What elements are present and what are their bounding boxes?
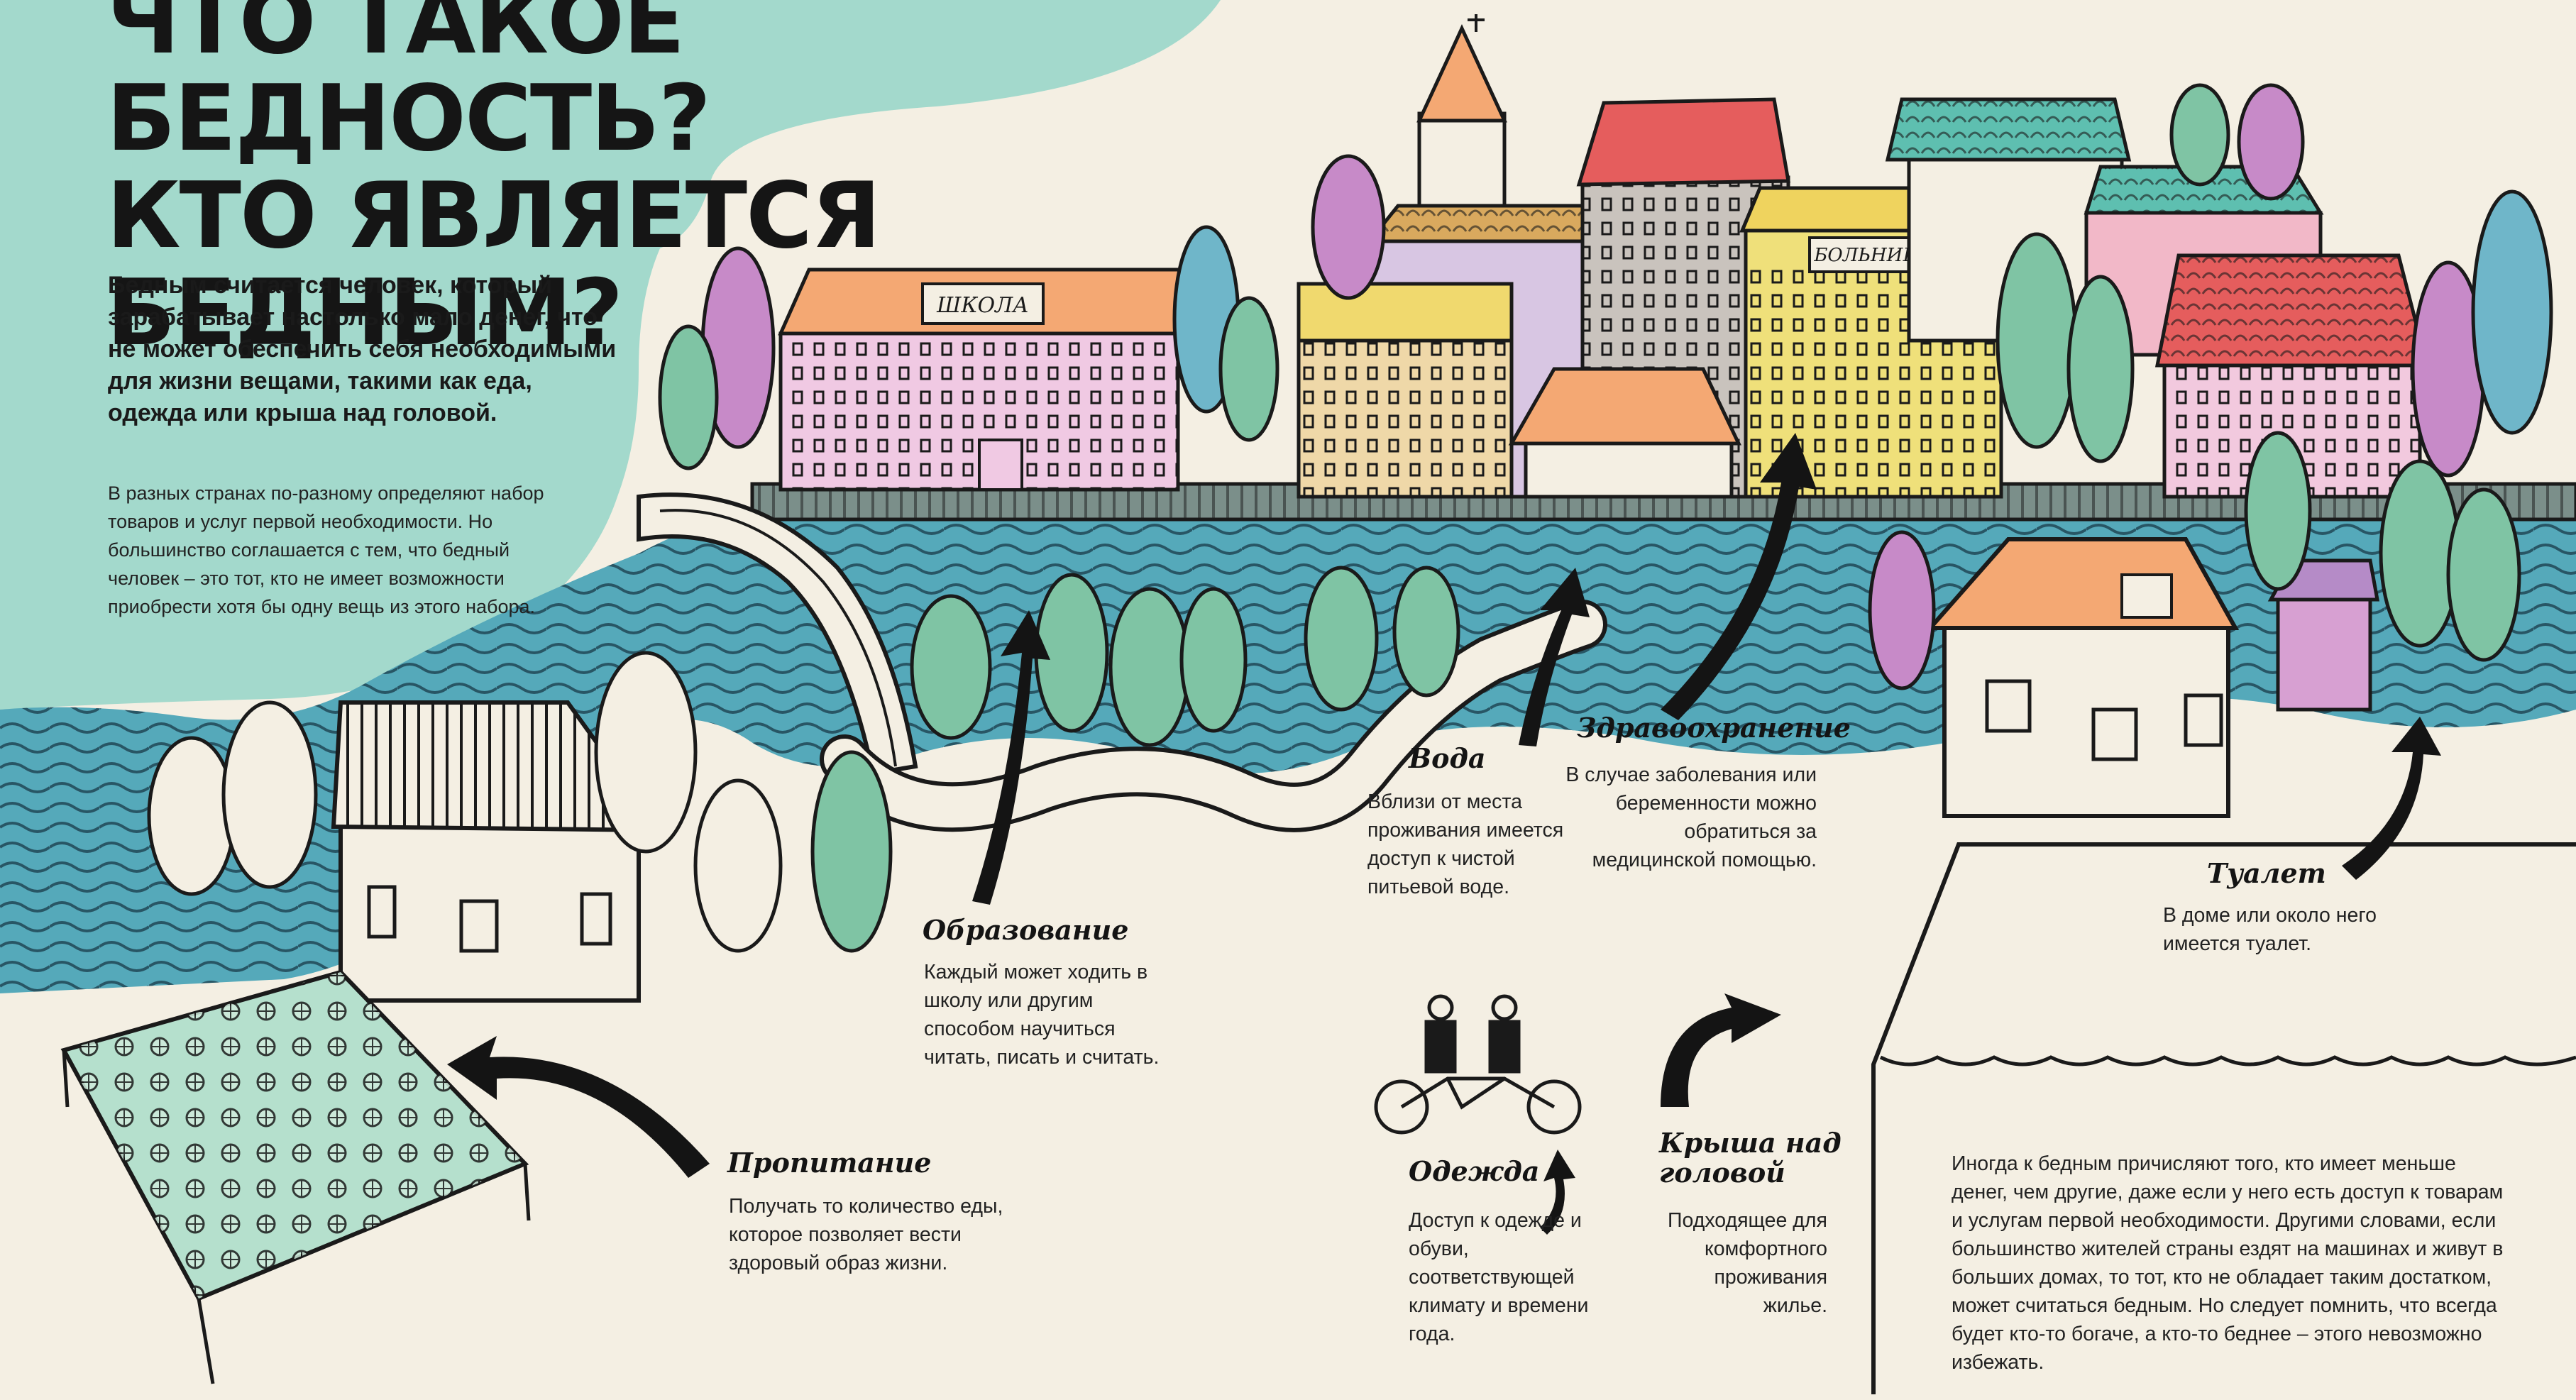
water-text: Вблизи от места проживания имеется досту…	[1367, 790, 1564, 898]
lead-paragraph: Бедным считается человек, который зараба…	[108, 272, 617, 426]
right-trees	[1868, 431, 2521, 690]
water-heading: Вода	[1409, 742, 1486, 774]
title-line-3: БЕДНЫМ?	[106, 260, 623, 366]
vegetable-garden	[60, 969, 531, 1384]
title-line-2: КТО ЯВЛЯЕТСЯ	[106, 163, 881, 269]
farm-trees	[147, 566, 1460, 953]
farm-house	[331, 700, 664, 1003]
city-trees	[658, 83, 2553, 478]
roof-text: Подходящее для комфортного проживания жи…	[1668, 1209, 1827, 1317]
footnote-paragraph: Иногда к бедным причисляют того, кто име…	[1952, 1152, 2504, 1374]
title-cloud	[0, 0, 1221, 710]
education-text: Каждый может ходить в школу или другим с…	[924, 961, 1160, 1069]
roof-heading: Крыша над головой	[1659, 1127, 1842, 1189]
arrows	[447, 433, 2441, 1235]
tandem-bicycle	[1374, 994, 1582, 1135]
town-house-4	[1508, 367, 1741, 499]
toilet-heading: Туалет	[2207, 857, 2326, 889]
intro-paragraph: В разных странах по-разному определяют н…	[108, 483, 544, 617]
right-house	[1925, 537, 2240, 818]
school-building	[778, 268, 1194, 492]
nutrition-text: Получать то количество еды, которое позв…	[729, 1195, 1003, 1274]
town-house-2	[1297, 282, 1514, 499]
healthcare-heading: Здравоохранение	[1577, 712, 1851, 744]
clothing-heading: Одежда	[1409, 1155, 1540, 1187]
nutrition-heading: Пропитание	[727, 1147, 932, 1179]
healthcare-text: В случае заболевания или беременности мо…	[1565, 764, 1817, 871]
large-house-outline	[1871, 842, 2576, 1394]
education-heading: Образование	[923, 914, 1129, 946]
toilet-text: В доме или около него имеется туалет.	[2163, 904, 2377, 955]
church	[1416, 14, 1507, 222]
page-title: ЧТО ТАКОЕ БЕДНОСТЬ? КТО ЯВЛЯЕТСЯ БЕДНЫМ?	[106, 0, 1135, 362]
clothing-text: Доступ к одежде и обуви, соответствующей…	[1409, 1209, 1589, 1345]
bridge	[637, 492, 918, 776]
title-line-1: ЧТО ТАКОЕ БЕДНОСТЬ?	[106, 0, 711, 172]
school-sign: ШКОЛА	[936, 293, 1029, 318]
